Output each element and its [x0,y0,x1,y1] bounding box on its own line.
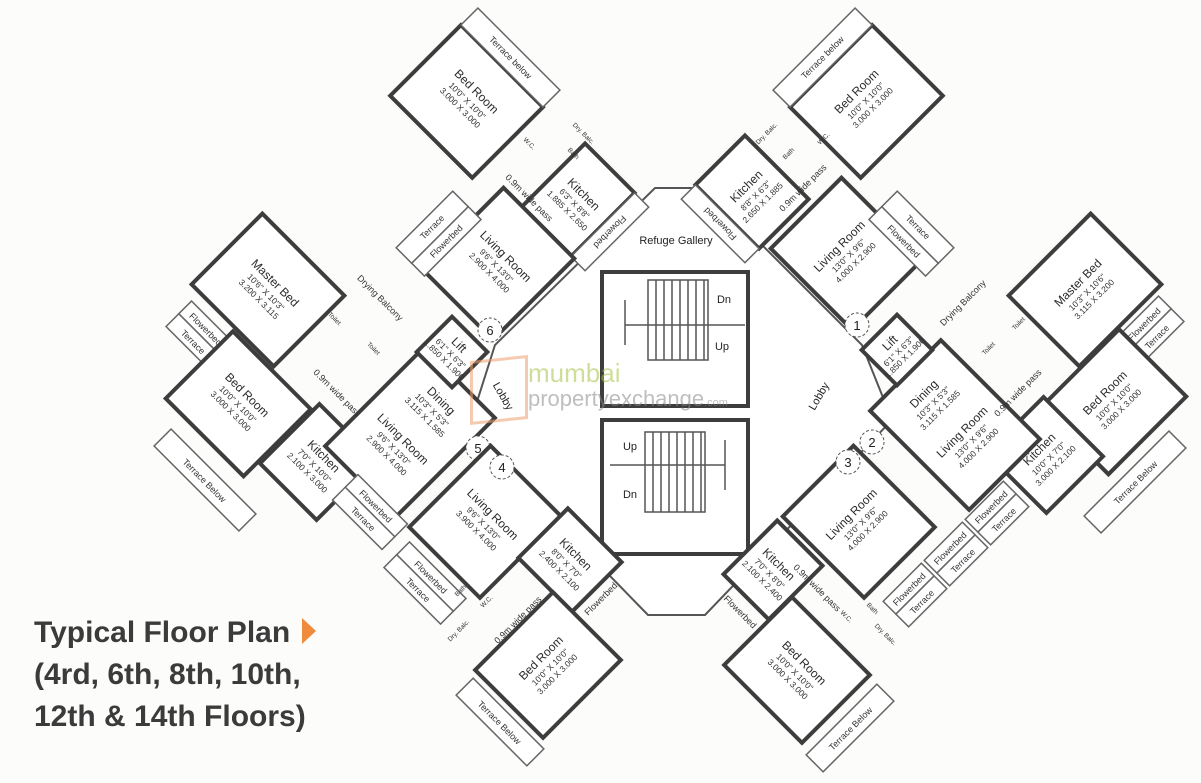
watermark-logo-icon [470,354,528,426]
flat-1: Terrace below Bed Room 10'0" X 10'0" 3.0… [680,7,955,338]
bath-label: Bath [782,146,797,161]
title-line1: Typical Floor Plan [34,616,291,649]
watermark-site: propertyexchange [528,386,705,411]
room-living-3: Living Room 13'0" X 9'6" 4.000 X 2.900 [779,442,938,601]
unit-number: 3 [844,455,851,470]
wc-label: W.C. [839,609,854,624]
wc-label: W.C. [522,136,537,151]
staircase-bottom: Up Dn [600,418,750,556]
stair-top-up-label: Up [715,341,729,353]
terrace-strip-6: Terrace Flowerbed [395,190,483,278]
terrace-strip-1: Terrace Flowerbed [867,190,955,278]
refuge-gallery-label: Refuge Gallery [639,235,713,247]
room-bed-1: Terrace below Bed Room 10'0" X 10'0" 3.0… [772,7,946,181]
room-master-bed-2: Master Bed 10'3" X 10'6" 3.115 X 3.200 [1005,210,1165,370]
watermark-line2: propertyexchange.com [528,386,728,412]
unit-number-badge [489,454,515,480]
room-kitchen-4: Kitchen 8'0" X 7'0" 2.400 X 2.100 [515,505,625,615]
stair-bottom-dn-label: Dn [623,489,637,501]
unit-number-badge [835,449,861,475]
unit-number: 6 [486,323,493,338]
stair-top-dn-label: Dn [717,294,731,306]
room-kitchen-3: Kitchen 7'0" X 8'0" 2.100 X 2.400 [720,517,826,623]
unit-number: 2 [868,435,875,450]
drying-balcony-label: Drying Balcony [938,278,988,328]
toilet-label: Toilet [981,341,997,357]
flat-2: Master Bed 10'3" X 10'6" 3.115 X 3.200 F… [858,210,1190,546]
dry-balcony-label: Dry. Balc. [755,122,780,147]
title-line3: 12th & 14th Floors) [34,700,306,733]
stair-bottom-up-label: Up [623,441,637,453]
flat-6: Terrace below Bed Room 10'0" X 10'0" 3.0… [387,7,650,343]
room-lift-2: Lift 6'1" X 6'3" 1.850 X 1.900 [858,311,936,389]
staircase-top: Dn Up [600,270,750,408]
unit-number-badge [859,429,885,455]
toilet-label: Toilet [326,311,342,327]
unit-number-badge [844,312,870,338]
dry-balcony-label: Dry. Balc. [447,619,472,644]
terrace-strip-2b: Flowerbed Terrace [964,480,1030,546]
room-kitchen-6: Flowerbed Kitchen 6'3" X 8'8" 1.885 X 2.… [518,140,650,272]
room-bed-5: Bed Room 10'0" X 10'0" 3.000 X 3.000 [162,328,314,480]
room-living-1: Living Room 13'0" X 9'6" 4.000 X 2.900 [767,174,926,333]
title-line2: (4rd, 6th, 8th, 10th, [34,658,301,691]
toilet-label: Toilet [365,341,381,357]
watermark-line1: mumbai [528,358,621,388]
room-bed-6: Terrace below Bed Room 10'0" X 10'0" 3.0… [387,7,561,181]
flat-3: Living Room 13'0" X 9'6" 4.000 X 2.900 K… [720,442,989,773]
bath-label: Bath [865,602,880,617]
toilet-label: Toilet [1011,316,1027,332]
room-bed-3: Bed Room 10'0" X 10'0" 3.000 X 3.000 [721,594,873,746]
unit-number-badge [477,317,503,343]
flat-4: Living Room 9'6" X 13'0" 3.900 X 4.000 K… [382,442,625,767]
room-bed-4: Bed Room 10'0" X 10'0" 3.000 X 3.000 [472,589,624,741]
unit-number: 1 [853,318,860,333]
terrace-strip-3b: Flowerbed Terrace [923,521,989,587]
room-kitchen-1: Flowerbed Kitchen 8'8" X 6'3" 2.650 X 1.… [680,132,812,264]
plan-title: Typical Floor Plan (4rd, 6th, 8th, 10th,… [34,612,317,738]
room-living-4: Living Room 9'6" X 13'0" 3.900 X 4.000 [406,442,565,601]
dry-balcony-label: Dry. Balc. [873,623,898,648]
room-living-6: Living Room 9'6" X 13'0" 2.900 X 4.000 [419,184,578,343]
unit-number: 5 [474,441,481,456]
room-master-bed-5: Master Bed 10'6" X 10'3" 3.200 X 3.115 [188,210,348,370]
drying-balcony-label: Drying Balcony [355,273,405,323]
triangle-arrow-icon [302,618,317,644]
room-lift-5: Lift 6'1" X 6'3" 1.850 X 1.900 [413,313,491,391]
unit-number: 4 [498,460,505,475]
watermark-suffix: .com [704,397,728,409]
